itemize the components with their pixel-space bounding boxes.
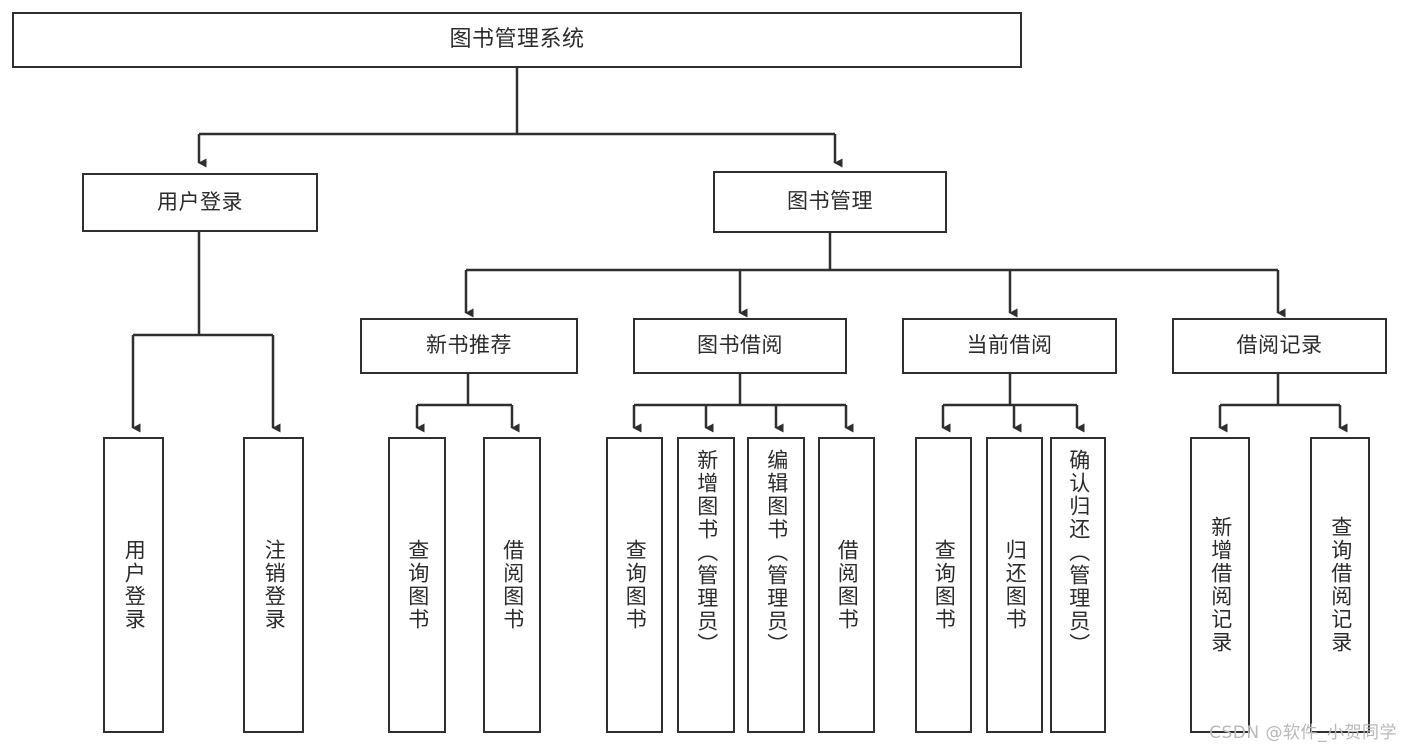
node-label: 查询图书 xyxy=(623,539,648,631)
node-label: 当前借阅 xyxy=(966,333,1053,358)
node-label: 借阅图书 xyxy=(500,539,525,631)
leaf-query-book-current[interactable]: 查询图书 xyxy=(915,437,972,733)
leaf-borrow-book[interactable]: 借阅图书 xyxy=(818,437,875,733)
leaf-logout[interactable]: 注销登录 xyxy=(243,437,304,733)
node-label: 查询图书 xyxy=(405,539,430,631)
node-label: 查询借阅记录 xyxy=(1328,516,1353,654)
leaf-query-book-borrow[interactable]: 查询图书 xyxy=(606,437,663,733)
node-borrowing-record[interactable]: 借阅记录 xyxy=(1172,318,1387,374)
leaf-query-book-new-recommend[interactable]: 查询图书 xyxy=(388,437,446,733)
node-book-borrowing[interactable]: 图书借阅 xyxy=(633,318,847,374)
leaf-query-borrow-record[interactable]: 查询借阅记录 xyxy=(1310,437,1370,733)
node-label: 图书管理 xyxy=(787,189,873,214)
node-label: 新增图书（管理员） xyxy=(694,449,719,656)
node-label: 确认归还（管理员） xyxy=(1066,449,1091,656)
node-label: 借阅图书 xyxy=(835,539,860,631)
node-label: 归还图书 xyxy=(1003,539,1028,631)
node-root-book-management-system[interactable]: 图书管理系统 xyxy=(12,12,1022,68)
node-new-book-recommendation[interactable]: 新书推荐 xyxy=(360,318,578,374)
node-label: 图书借阅 xyxy=(697,333,783,358)
node-label: 编辑图书（管理员） xyxy=(764,449,789,656)
node-label: 图书管理系统 xyxy=(449,26,585,52)
node-label: 注销登录 xyxy=(262,539,287,631)
node-label: 用户登录 xyxy=(157,189,243,214)
leaf-add-borrow-record[interactable]: 新增借阅记录 xyxy=(1190,437,1250,733)
leaf-add-book-admin[interactable]: 新增图书（管理员） xyxy=(677,437,735,733)
node-label: 查询图书 xyxy=(932,539,957,631)
node-label: 借阅记录 xyxy=(1236,333,1323,358)
leaf-borrow-book-new-recommend[interactable]: 借阅图书 xyxy=(483,437,541,733)
leaf-user-login[interactable]: 用户登录 xyxy=(103,437,164,733)
csdn-watermark: CSDN @软件_小贺同学 xyxy=(1209,723,1397,743)
node-label: 用户登录 xyxy=(122,539,147,631)
leaf-confirm-return-admin[interactable]: 确认归还（管理员） xyxy=(1050,437,1106,733)
leaf-return-book[interactable]: 归还图书 xyxy=(986,437,1043,733)
leaf-edit-book-admin[interactable]: 编辑图书（管理员） xyxy=(747,437,805,733)
node-label: 新书推荐 xyxy=(426,333,512,358)
node-user-login[interactable]: 用户登录 xyxy=(82,173,318,232)
node-current-borrowing[interactable]: 当前借阅 xyxy=(902,318,1117,374)
node-label: 新增借阅记录 xyxy=(1208,516,1233,654)
node-book-management[interactable]: 图书管理 xyxy=(713,171,947,233)
